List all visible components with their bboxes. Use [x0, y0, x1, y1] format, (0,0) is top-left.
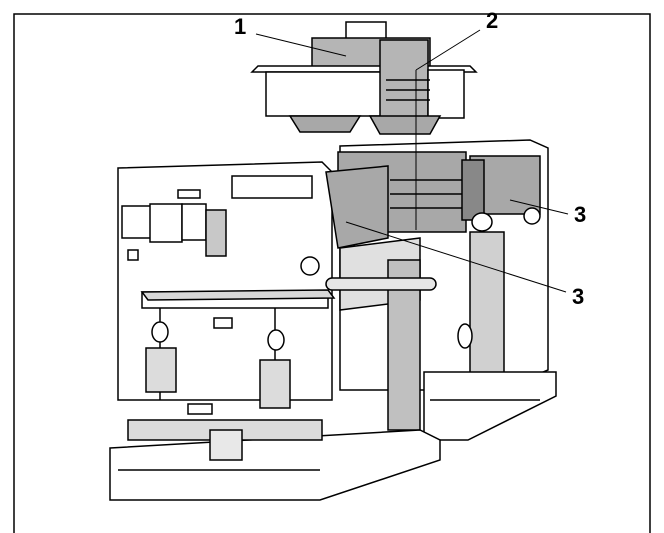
callout-2: 2 — [486, 8, 499, 33]
leader-1 — [255, 33, 347, 57]
leader-2 — [415, 29, 481, 71]
leader-3a — [509, 199, 569, 215]
flue-hood — [250, 21, 478, 135]
frame-border — [13, 13, 651, 533]
callout-1: 1 — [234, 14, 247, 39]
leader-lines — [255, 29, 569, 293]
callout-3-upper: 3 — [574, 202, 587, 227]
left-boiler-section — [109, 161, 441, 501]
callout-3-lower: 3 — [572, 284, 585, 309]
leader-3b — [345, 221, 567, 293]
